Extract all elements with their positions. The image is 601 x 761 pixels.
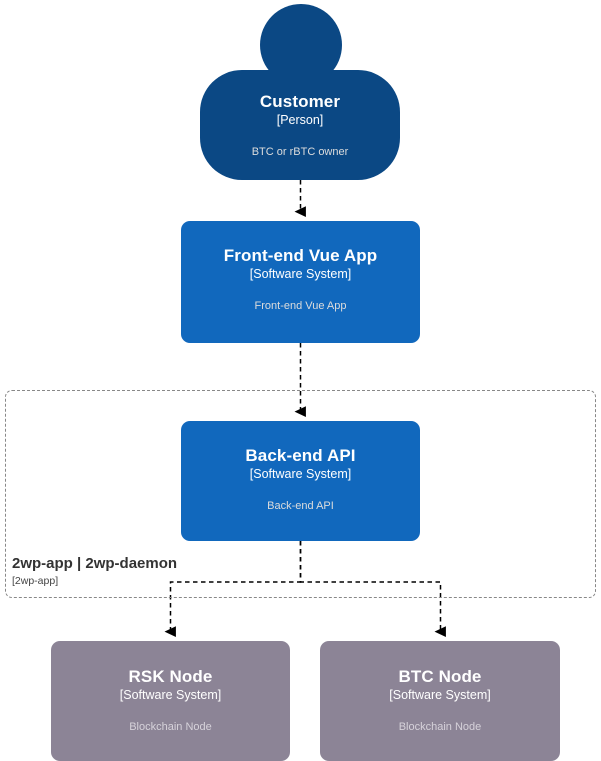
rsk-node-description: Blockchain Node <box>129 720 212 733</box>
boundary-label: 2wp-app | 2wp-daemon [2wp-app] <box>12 555 342 588</box>
frontend-name: Front-end Vue App <box>223 246 378 265</box>
btc-node-name: BTC Node <box>398 667 482 686</box>
frontend-type: [Software System] <box>249 267 352 282</box>
relationship-backend-to-btc-node <box>299 541 446 637</box>
element-customer[interactable]: Customer [Person] BTC or rBTC owner <box>0 0 601 190</box>
customer-labels: Customer [Person] BTC or rBTC owner <box>200 92 400 159</box>
element-frontend-vue-app[interactable]: Front-end Vue App [Software System] Fron… <box>181 221 420 343</box>
boundary-2wp-app[interactable] <box>5 390 596 598</box>
rsk-node-type: [Software System] <box>119 688 222 703</box>
backend-name: Back-end API <box>245 446 356 465</box>
backend-type: [Software System] <box>249 467 352 482</box>
btc-node-description: Blockchain Node <box>398 720 482 733</box>
boundary-name: 2wp-app | 2wp-daemon <box>12 555 178 572</box>
customer-description: BTC or rBTC owner <box>251 145 349 158</box>
rsk-node-name: RSK Node <box>128 667 213 686</box>
btc-node-type: [Software System] <box>389 688 491 703</box>
element-btc-node[interactable]: BTC Node [Software System] Blockchain No… <box>320 641 560 761</box>
element-backend-api[interactable]: Back-end API [Software System] Back-end … <box>181 421 420 541</box>
frontend-description: Front-end Vue App <box>254 299 347 312</box>
customer-name: Customer <box>259 92 341 111</box>
customer-body <box>200 70 400 180</box>
customer-type: [Person] <box>276 113 324 128</box>
boundary-type: [2wp-app] <box>12 575 59 587</box>
backend-description: Back-end API <box>267 499 334 512</box>
element-rsk-node[interactable]: RSK Node [Software System] Blockchain No… <box>51 641 290 761</box>
